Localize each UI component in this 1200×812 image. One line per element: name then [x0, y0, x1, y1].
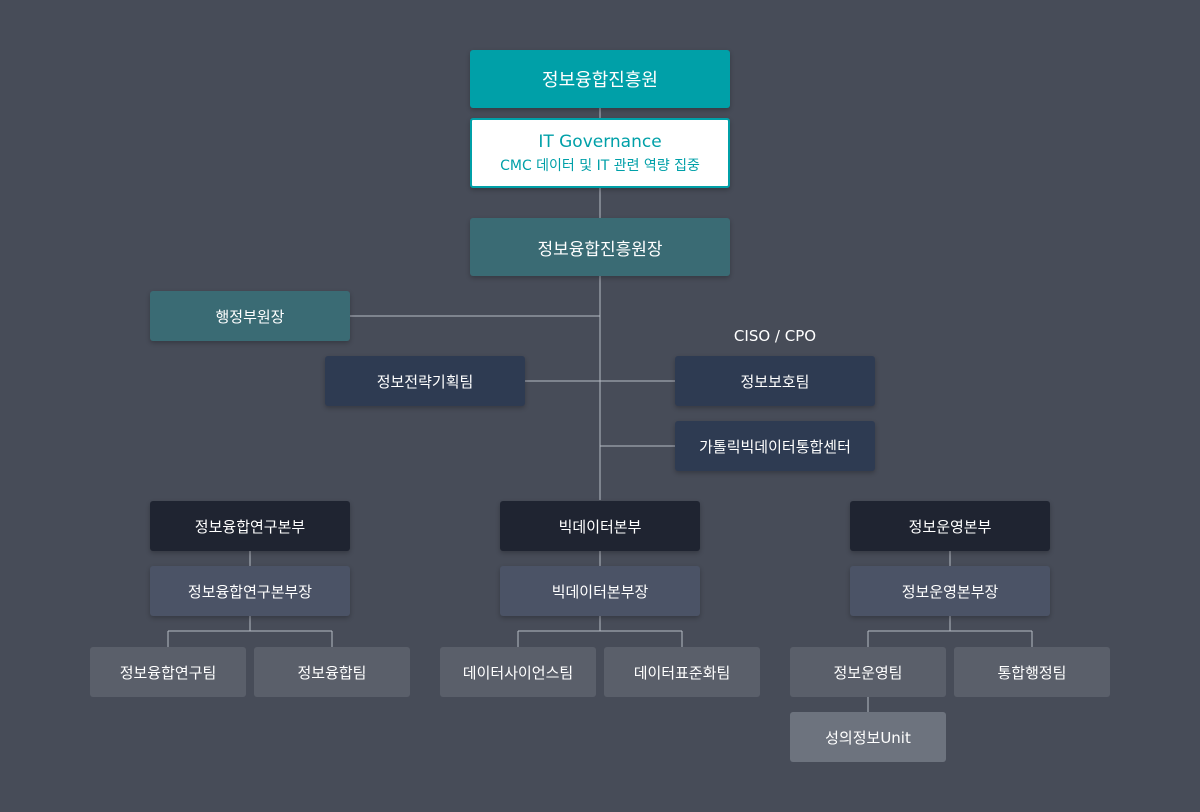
org-root-box[interactable]: 정보융합진흥원 — [470, 50, 730, 108]
division-title: 정보융합연구본부 — [194, 517, 306, 536]
strategy-team-box[interactable]: 정보전략기획팀 — [325, 356, 525, 406]
bigdata-center-box[interactable]: 가톨릭빅데이터통합센터 — [675, 421, 875, 471]
team-title: 정보운영팀 — [833, 663, 903, 682]
division-box[interactable]: 빅데이터본부 — [500, 501, 700, 551]
team-box[interactable]: 데이터표준화팀 — [604, 647, 760, 697]
division-head-box[interactable]: 빅데이터본부장 — [500, 566, 700, 616]
it-governance-subtitle: CMC 데이터 및 IT 관련 역량 집중 — [500, 157, 700, 174]
unit-title: 성의정보Unit — [825, 728, 911, 747]
team-box[interactable]: 정보운영팀 — [790, 647, 946, 697]
team-box[interactable]: 통합행정팀 — [954, 647, 1110, 697]
unit-box[interactable]: 성의정보Unit — [790, 712, 946, 762]
ciso-cpo-label: CISO / CPO — [733, 327, 817, 345]
team-title: 통합행정팀 — [997, 663, 1067, 682]
team-title: 정보융합연구팀 — [119, 663, 217, 682]
team-title: 정보융합팀 — [297, 663, 367, 682]
division-head-title: 빅데이터본부장 — [551, 582, 649, 601]
director-box[interactable]: 정보융합진흥원장 — [470, 218, 730, 276]
division-box[interactable]: 정보운영본부 — [850, 501, 1050, 551]
team-title: 데이터표준화팀 — [633, 663, 731, 682]
org-root-title: 정보융합진흥원 — [542, 70, 658, 91]
it-governance-box[interactable]: IT Governance CMC 데이터 및 IT 관련 역량 집중 — [470, 118, 730, 188]
bigdata-center-title: 가톨릭빅데이터통합센터 — [699, 437, 851, 456]
team-box[interactable]: 데이터사이언스팀 — [440, 647, 596, 697]
division-head-box[interactable]: 정보운영본부장 — [850, 566, 1050, 616]
vice-director-title: 행정부원장 — [215, 307, 285, 326]
vice-director-box[interactable]: 행정부원장 — [150, 291, 350, 341]
security-team-box[interactable]: 정보보호팀 — [675, 356, 875, 406]
division-head-title: 정보운영본부장 — [901, 582, 999, 601]
it-governance-title: IT Governance — [538, 131, 662, 152]
team-box[interactable]: 정보융합팀 — [254, 647, 410, 697]
division-box[interactable]: 정보융합연구본부 — [150, 501, 350, 551]
division-title: 빅데이터본부 — [558, 517, 642, 536]
team-box[interactable]: 정보융합연구팀 — [90, 647, 246, 697]
division-head-box[interactable]: 정보융합연구본부장 — [150, 566, 350, 616]
security-team-title: 정보보호팀 — [740, 372, 810, 391]
director-title: 정보융합진흥원장 — [537, 239, 663, 260]
division-title: 정보운영본부 — [908, 517, 992, 536]
strategy-team-title: 정보전략기획팀 — [376, 372, 474, 391]
division-head-title: 정보융합연구본부장 — [187, 582, 313, 601]
team-title: 데이터사이언스팀 — [462, 663, 574, 682]
